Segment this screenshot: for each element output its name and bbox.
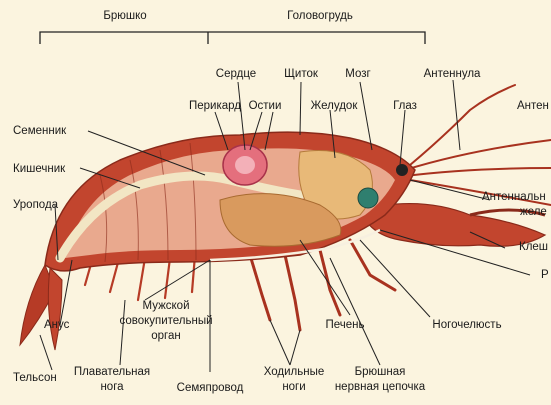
label-anus: Анус xyxy=(44,319,69,332)
label-swimmeret-1: Плавательная xyxy=(74,366,150,379)
label-cephalothorax: Головогрудь xyxy=(287,10,353,23)
label-testis: Семенник xyxy=(13,125,66,138)
label-claw: Клеш xyxy=(519,241,548,254)
label-cheliped: Ногочелюсть xyxy=(432,319,501,332)
label-antennal-gland-2: желе xyxy=(520,206,547,219)
label-telson: Тельсон xyxy=(13,372,57,385)
label-antennule: Антеннула xyxy=(424,68,481,81)
section-brackets xyxy=(40,32,425,44)
label-pericardium: Перикард xyxy=(189,100,241,113)
label-swimmeret-2: нога xyxy=(100,381,123,394)
label-shield: Щиток xyxy=(284,68,318,81)
label-eye: Глаз xyxy=(393,100,417,113)
label-copulatory-1: Мужской xyxy=(142,300,189,313)
label-uropod: Уропода xyxy=(13,199,58,212)
label-intestine: Кишечник xyxy=(13,163,65,176)
label-antenna: Антен xyxy=(517,100,549,113)
label-walking-legs-1: Ходильные xyxy=(264,366,325,379)
label-antennal-gland-1: Антеннальн xyxy=(482,191,546,204)
label-liver: Печень xyxy=(325,319,364,332)
label-heart: Сердце xyxy=(216,68,256,81)
label-abdomen: Брюшко xyxy=(103,10,146,23)
label-brain: Мозг xyxy=(345,68,370,81)
label-stomach: Желудок xyxy=(311,100,358,113)
label-nerve-cord-2: нервная цепочка xyxy=(335,381,425,394)
label-nerve-cord-1: Брюшная xyxy=(355,366,406,379)
label-vas-deferens: Семяпровод xyxy=(177,382,244,395)
eye-shape xyxy=(358,188,378,208)
label-mouth: Р xyxy=(541,269,549,282)
label-walking-legs-2: ноги xyxy=(282,381,305,394)
label-ostia: Остии xyxy=(249,100,282,113)
label-copulatory-3: орган xyxy=(151,330,180,343)
label-copulatory-2: совокупительный xyxy=(119,315,212,328)
